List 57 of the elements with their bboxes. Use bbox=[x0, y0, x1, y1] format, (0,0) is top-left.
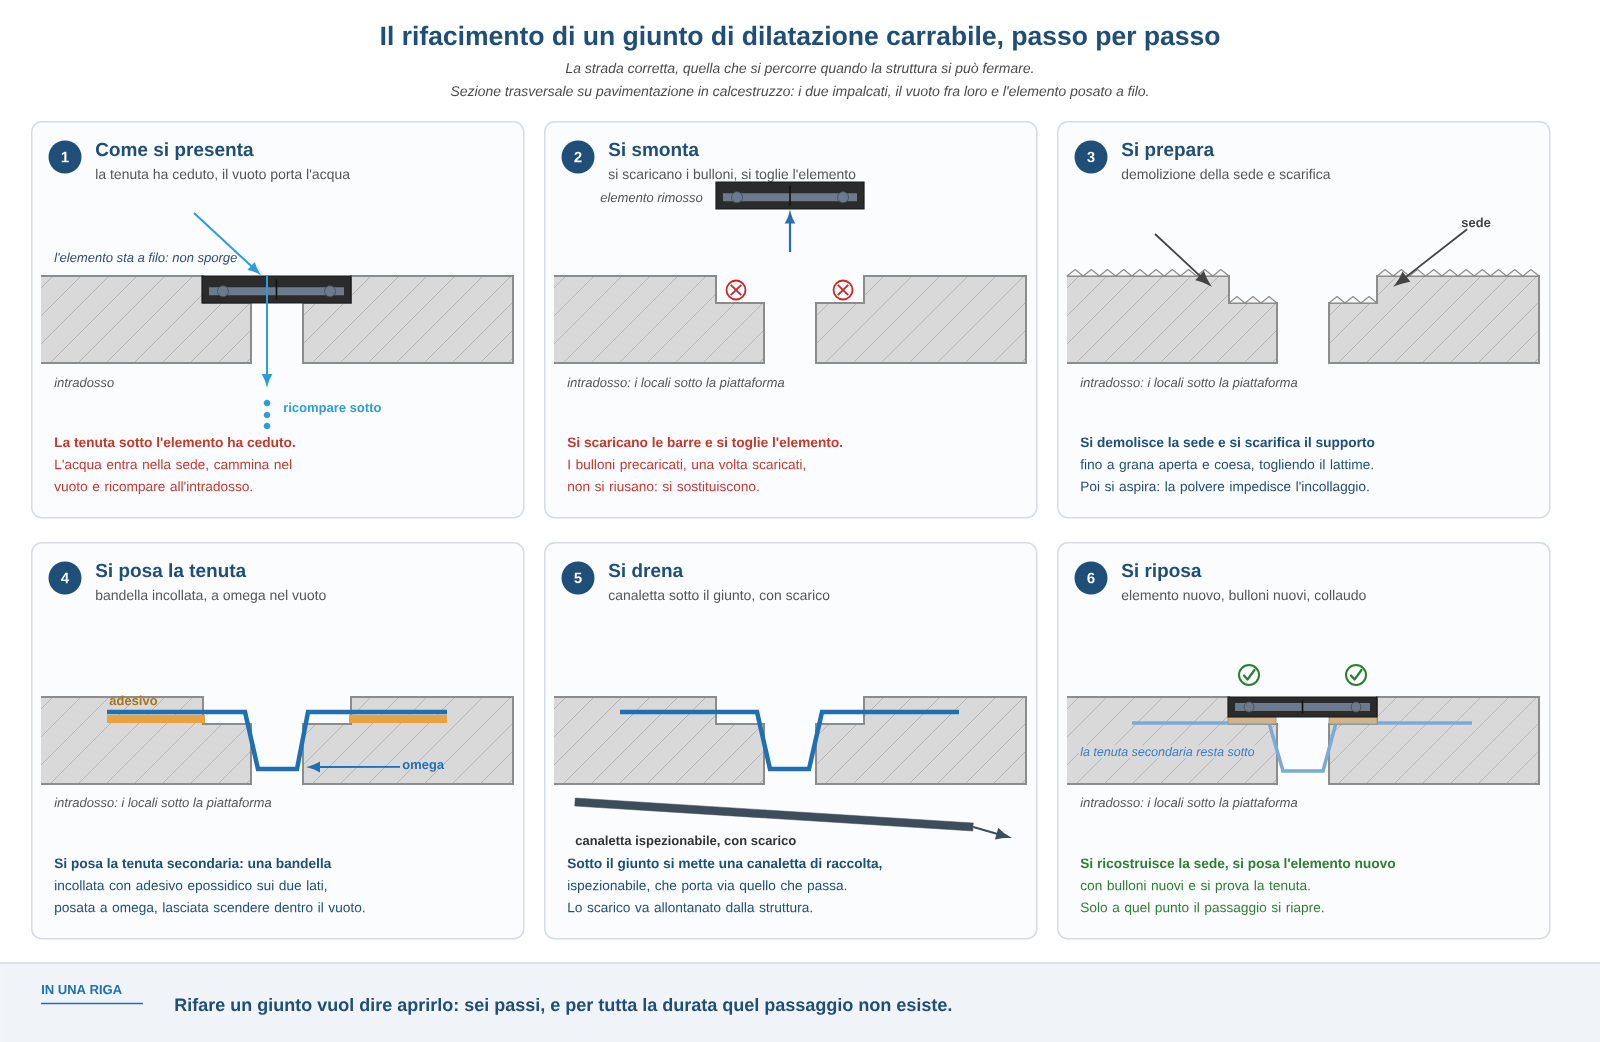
step-title: Si prepara bbox=[1121, 142, 1215, 160]
step-number: 5 bbox=[561, 561, 595, 595]
step-number: 3 bbox=[1074, 140, 1108, 174]
step-title: Si riposa bbox=[1121, 563, 1202, 581]
step-number: 4 bbox=[48, 561, 82, 595]
subtitle-text: Sezione trasversale su pavimentazione in calcestruzzo: i due impalcati, il vuoto fra loro e l'elemento posato a filo. bbox=[450, 85, 1148, 99]
joint-element bbox=[715, 181, 865, 210]
leader-arrow bbox=[308, 762, 401, 772]
step-title: Si smonta bbox=[608, 142, 700, 157]
step-summary: Sotto il giunto si mette una canaletta di raccolta, bbox=[567, 858, 882, 871]
flow-arrow bbox=[262, 274, 272, 386]
step-title: Come si presenta bbox=[96, 142, 254, 160]
step-number: 6 bbox=[1074, 561, 1108, 595]
step-subtitle: bandella incollata, a omega nel vuoto bbox=[96, 589, 326, 603]
step-subtitle: la tenuta ha ceduto, il vuoto porta l'acqua bbox=[96, 168, 350, 182]
subtitle-text: La strada corretta, quella che si percorre quando la struttura si può fermare. bbox=[565, 62, 1033, 76]
step-description: I bulloni precaricati, una volta scaricati, non si riusano: si sostituiscono. bbox=[568, 459, 805, 492]
step-summary: Si ricostruisce la sede, si posa l'elemento nuovo bbox=[1080, 858, 1396, 871]
step-description: con bulloni nuovi e si prova la tenuta. Solo a quel punto il passaggio si riapre. bbox=[1080, 880, 1324, 915]
drain-channel bbox=[574, 797, 974, 832]
step-subtitle: elemento nuovo, bulloni nuovi, collaudo bbox=[1121, 589, 1366, 602]
part-label: sede bbox=[1461, 217, 1491, 228]
caption-text: canaletta ispezionabile, con scarico bbox=[575, 835, 796, 848]
note-text: intradosso bbox=[54, 377, 114, 388]
note-text: intradosso: i locali sotto la piattaforma bbox=[1080, 797, 1298, 810]
step-title: Si drena bbox=[608, 563, 684, 578]
flow-arrow bbox=[193, 212, 260, 274]
part-label: adesivo bbox=[109, 695, 158, 706]
note-text: l'elemento sta a filo: non sporge bbox=[54, 252, 237, 265]
note-text: la tenuta secondaria resta sotto bbox=[1078, 745, 1257, 758]
section-label: IN UNA RIGA bbox=[42, 984, 122, 995]
part-label: omega bbox=[402, 762, 445, 772]
step-number: 2 bbox=[561, 140, 595, 174]
step-summary: La tenuta sotto l'elemento ha ceduto. bbox=[55, 437, 295, 448]
step-title: Si posa la tenuta bbox=[95, 563, 247, 581]
page-title: Il rifacimento di un giunto di dilatazione carrabile, passo per passo bbox=[381, 25, 1220, 51]
step-description: ispezionabile, che porta via quello che passa. Lo scarico va allontanato dalla struttura. bbox=[568, 880, 847, 913]
summary-text: Rifare un giunto vuol dire aprirlo: sei passi, e per tutta la durata quel passaggio non esiste. bbox=[175, 997, 952, 1015]
step-number: 1 bbox=[48, 140, 82, 174]
note-text: intradosso: i locali sotto la piattaforma bbox=[567, 377, 785, 390]
joint-element bbox=[201, 275, 352, 304]
step-description: fino a grana aperta e coesa, togliendo il lattime. Poi si aspira: la polvere impedisce l'incollaggio. bbox=[1080, 459, 1373, 494]
caption-text: elemento rimosso bbox=[600, 192, 703, 203]
step-summary: Si scaricano le barre e si toglie l'elemento. bbox=[567, 437, 843, 450]
step-subtitle: si scaricano i bulloni, si toglie l'elemento bbox=[608, 168, 856, 182]
step-description: incollata con adesivo epossidico sui due lati, posata a omega, lasciata scendere dentro il vuoto. bbox=[55, 880, 365, 915]
lift-arrow bbox=[785, 212, 795, 252]
note-text: intradosso: i locali sotto la piattaforma bbox=[54, 797, 272, 810]
leader-arrow bbox=[1395, 228, 1468, 286]
step-description: L'acqua entra nella sede, cammina nel vuoto e ricompare all'intradosso. bbox=[54, 459, 292, 494]
step-summary: Si posa la tenuta secondaria: una bandella bbox=[54, 858, 332, 871]
step-subtitle: demolizione della sede e scarifica bbox=[1121, 168, 1331, 180]
outlet-arrow bbox=[972, 826, 1010, 840]
step-subtitle: canaletta sotto il giunto, con scarico bbox=[608, 589, 830, 603]
step-summary: Si demolisce la sede e si scarifica il supporto bbox=[1080, 437, 1375, 450]
part-label: ricompare sotto bbox=[284, 402, 381, 415]
note-text: intradosso: i locali sotto la piattaforma bbox=[1080, 377, 1298, 390]
